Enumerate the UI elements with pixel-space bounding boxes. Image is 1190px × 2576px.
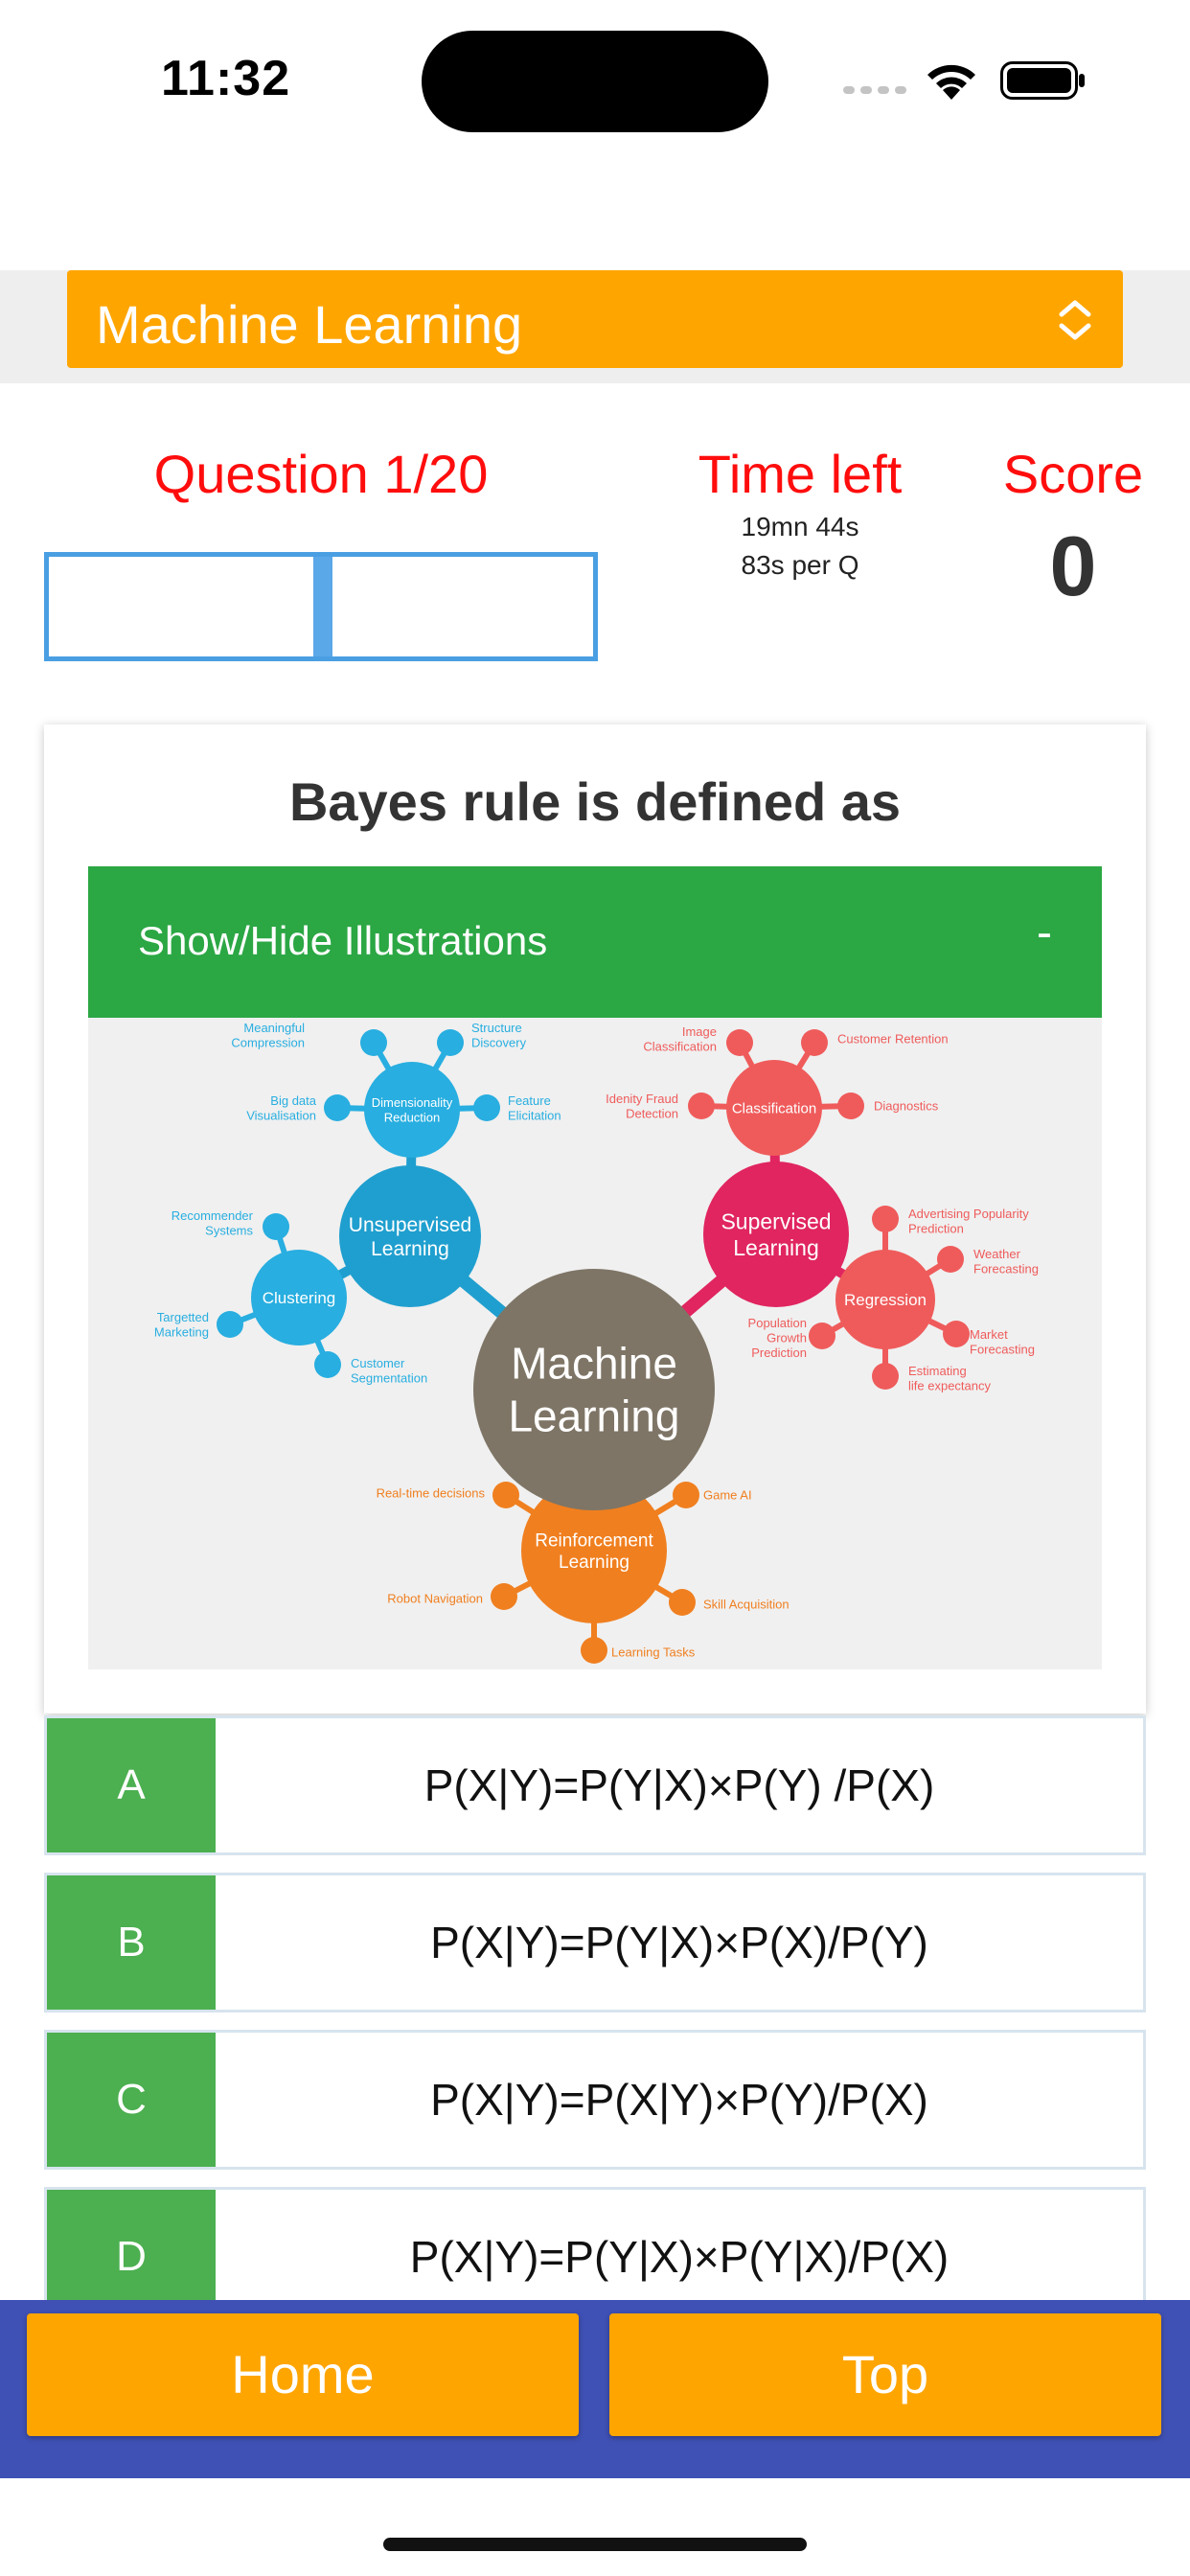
select-arrows-icon xyxy=(1059,300,1091,340)
mindmap-node-regression xyxy=(835,1250,935,1349)
answer-option-d[interactable]: D P(X|Y)=P(Y|X)×P(Y|X)/P(X) xyxy=(44,2187,1146,2300)
mindmap-leaf-label: Learning Tasks xyxy=(611,1645,696,1660)
mindmap-leaf-dot xyxy=(669,1589,696,1616)
answer-option-b[interactable]: B P(X|Y)=P(Y|X)×P(X)/P(Y) xyxy=(44,1873,1146,2012)
score-label: Score xyxy=(1002,444,1144,504)
cellular-signal-icon xyxy=(843,82,906,96)
subject-select[interactable]: Machine Learning xyxy=(67,270,1123,368)
home-button[interactable]: Home xyxy=(27,2313,579,2436)
time-per-question: 83s per Q xyxy=(741,550,859,580)
mindmap-node-label: Clustering xyxy=(263,1289,336,1307)
answer-letter: B xyxy=(47,1875,216,2010)
collapse-icon: - xyxy=(1037,908,1052,958)
time-left-label: Time left xyxy=(698,444,903,504)
time-remaining: 19mn 44s xyxy=(741,512,859,541)
progress-divider xyxy=(313,557,332,656)
footer-bar: Home Top xyxy=(0,2300,1190,2478)
mindmap-leaf-dot xyxy=(324,1094,351,1121)
score-value: 0 xyxy=(1049,518,1097,613)
mindmap-leaf-dot xyxy=(809,1322,835,1349)
mindmap-node-label: Regression xyxy=(844,1291,927,1309)
answer-letter: A xyxy=(47,1718,216,1852)
mindmap-leaf-dot xyxy=(437,1029,464,1056)
question-card: Bayes rule is defined as Show/Hide Illus… xyxy=(44,724,1146,1714)
question-progress-bar xyxy=(44,552,598,661)
mindmap-node-clustering xyxy=(251,1250,347,1346)
mindmap-node-dimensionality xyxy=(364,1062,460,1158)
mindmap-leaf-dot xyxy=(673,1482,699,1508)
status-time: 11:32 xyxy=(161,51,291,106)
mindmap-leaf-dot xyxy=(726,1029,753,1056)
mindmap-leaf-dot xyxy=(801,1029,828,1056)
mindmap-leaf-dot xyxy=(492,1482,519,1508)
mindmap-leaf-dot xyxy=(937,1246,964,1273)
mindmap-leaf-label: Robot Navigation xyxy=(387,1592,483,1606)
mindmap-leaf-label: Game AI xyxy=(703,1488,752,1503)
answer-text: P(X|Y)=P(X|Y)×P(Y)/P(X) xyxy=(430,2075,928,2125)
status-bar: 11:32 xyxy=(0,0,1190,163)
mindmap-leaf-dot xyxy=(872,1206,899,1232)
mindmap-leaf-dot xyxy=(943,1321,970,1347)
question-counter: Question 1/20 xyxy=(153,444,489,504)
mindmap-node-label: Classification xyxy=(732,1100,816,1116)
answer-letter: C xyxy=(47,2033,216,2167)
subject-label: Machine Learning xyxy=(96,294,523,355)
top-button[interactable]: Top xyxy=(609,2313,1161,2436)
question-text: Bayes rule is defined as xyxy=(288,771,902,832)
answer-option-c[interactable]: C P(X|Y)=P(X|Y)×P(Y)/P(X) xyxy=(44,2030,1146,2170)
mindmap-node-supervised xyxy=(703,1162,849,1307)
mindmap-leaf-dot xyxy=(314,1351,341,1378)
mindmap-leaf-dot xyxy=(837,1092,864,1119)
mindmap-node-unsupervised xyxy=(339,1165,481,1307)
home-indicator xyxy=(383,2538,807,2551)
wifi-icon xyxy=(927,64,975,100)
answer-text: P(X|Y)=P(Y|X)×P(Y) /P(X) xyxy=(423,1760,935,1810)
mindmap-leaf-dot xyxy=(872,1363,899,1390)
answer-letter: D xyxy=(47,2190,216,2300)
mindmap-node-reinforcement xyxy=(521,1478,667,1623)
mindmap-leaf-dot xyxy=(263,1213,289,1240)
mindmap-leaf-dot xyxy=(688,1092,715,1119)
mindmap-leaf-dot xyxy=(473,1094,500,1121)
mindmap-leaf-label: Diagnostics xyxy=(874,1099,939,1114)
battery-icon xyxy=(1000,61,1085,100)
illustrations-toggle-label: Show/Hide Illustrations xyxy=(138,918,548,963)
mindmap-leaf-label: Customer Retention xyxy=(837,1032,949,1046)
mindmap-leaf-dot xyxy=(491,1583,517,1610)
dynamic-island xyxy=(422,31,768,132)
mindmap-leaf-label: Real-time decisions xyxy=(377,1486,486,1501)
answer-option-a[interactable]: A P(X|Y)=P(Y|X)×P(Y) /P(X) xyxy=(44,1715,1146,1855)
illustrations-toggle[interactable]: Show/Hide Illustrations - xyxy=(88,866,1102,1018)
mindmap-node-classification xyxy=(726,1060,822,1156)
mindmap-node-center xyxy=(473,1269,715,1510)
mindmap-leaf-dot xyxy=(360,1029,387,1056)
mindmap-leaf-dot xyxy=(217,1311,243,1338)
answer-text: P(X|Y)=P(Y|X)×P(Y|X)/P(X) xyxy=(409,2232,950,2282)
mindmap-leaf-label: Skill Acquisition xyxy=(703,1598,790,1612)
answer-text: P(X|Y)=P(Y|X)×P(X)/P(Y) xyxy=(430,1918,928,1967)
mindmap-leaf-dot xyxy=(581,1637,607,1664)
answer-list: A P(X|Y)=P(Y|X)×P(Y) /P(X) B P(X|Y)=P(Y|… xyxy=(44,1715,1146,2300)
